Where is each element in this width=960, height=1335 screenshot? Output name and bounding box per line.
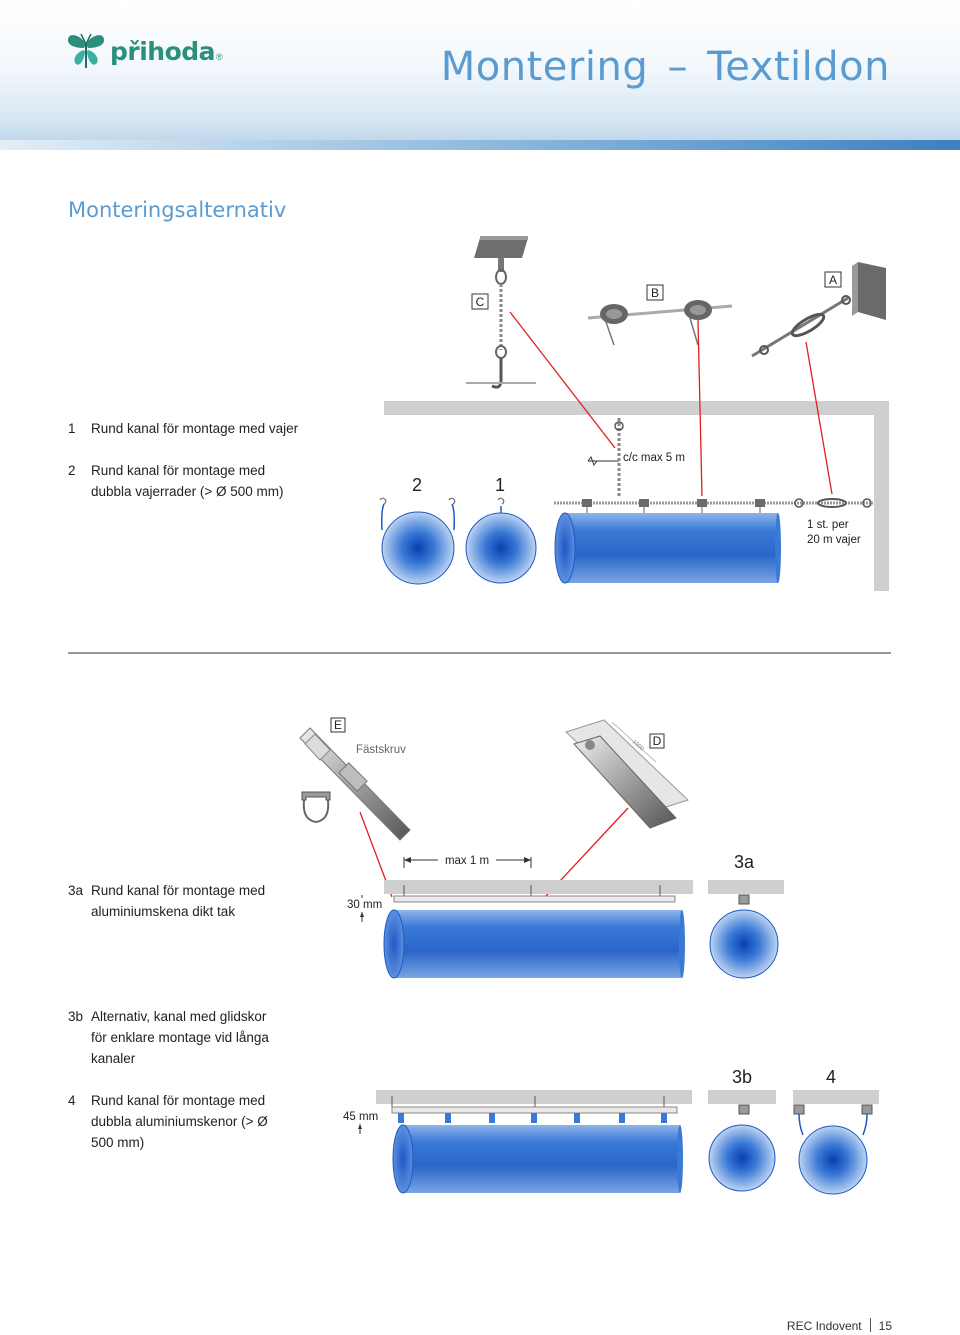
gap-label-3a: 30 mm bbox=[347, 899, 382, 911]
rail-3b bbox=[391, 1106, 678, 1114]
tag-d-label: D bbox=[653, 734, 662, 748]
wire-clamp-detail bbox=[587, 300, 733, 346]
page-title-dash: – bbox=[667, 44, 688, 90]
spacing-dimension: c/c max 5 m bbox=[587, 418, 685, 498]
wire-note-line1: 1 st. per bbox=[807, 519, 849, 531]
registered-mark: ® bbox=[216, 52, 223, 62]
rail-clip-3b bbox=[738, 1104, 750, 1115]
ceiling bbox=[384, 401, 889, 415]
footer-page-number: 15 bbox=[878, 1319, 892, 1333]
ceiling-3b-section bbox=[708, 1090, 776, 1104]
brand-logo: přihoda ® bbox=[66, 30, 223, 72]
page-title-part1: Montering bbox=[440, 44, 649, 90]
wire-clamps bbox=[582, 499, 765, 507]
wire-note-line2: 20 m vajer bbox=[807, 534, 861, 546]
duct-section-option-2 bbox=[379, 497, 456, 585]
item-number: 3b bbox=[68, 1009, 84, 1024]
header-gradient-bar bbox=[0, 140, 960, 150]
rail-3a bbox=[393, 895, 676, 903]
duct-section-3a bbox=[709, 909, 779, 979]
butterfly-logo-icon bbox=[68, 33, 104, 68]
tag-c-label: C bbox=[476, 295, 485, 309]
spacing-label: c/c max 5 m bbox=[623, 452, 685, 464]
duct-cylinder-3a bbox=[383, 909, 685, 979]
page-title: Montering – Textildon bbox=[441, 44, 890, 90]
footer-document-name: REC Indovent bbox=[786, 1319, 862, 1333]
item-text: Rund kanal för montage med aluminiumsken… bbox=[91, 883, 266, 919]
item-number: 4 bbox=[68, 1093, 76, 1108]
aluminium-rail-detail: 1000 bbox=[565, 719, 689, 829]
figure-wire-mounting: C B A bbox=[379, 236, 889, 591]
duct-cylinder-3b bbox=[392, 1124, 683, 1194]
screws-3a bbox=[403, 885, 661, 896]
ceiling-3b bbox=[376, 1090, 692, 1104]
label-option-3a: 3a bbox=[734, 852, 755, 872]
tag-b: B bbox=[646, 284, 664, 301]
ceiling-4-section bbox=[793, 1090, 879, 1104]
tag-e-label: E bbox=[334, 718, 342, 732]
duct-section-3b bbox=[708, 1124, 776, 1192]
screws-3b bbox=[391, 1096, 665, 1107]
item-text: Alternativ, kanal med glidskor för enkla… bbox=[91, 1009, 269, 1066]
page-header: přihoda ® Montering – Textildon bbox=[0, 0, 960, 150]
ceiling-3a bbox=[384, 880, 693, 894]
rail-clip-3a bbox=[738, 894, 750, 905]
max-distance-label: max 1 m bbox=[445, 855, 489, 867]
tag-d: D bbox=[649, 733, 665, 749]
section-title: Monteringsalternativ bbox=[68, 198, 287, 222]
tag-c: C bbox=[471, 293, 489, 310]
glide-shoes bbox=[398, 1113, 667, 1123]
ceiling-hook-detail bbox=[466, 236, 536, 389]
gap-label-3b: 45 mm bbox=[343, 1111, 378, 1123]
label-option-3b: 3b bbox=[732, 1067, 752, 1087]
screw-label: Fästskruv bbox=[356, 744, 406, 756]
pointer-lines bbox=[509, 311, 833, 497]
figure-rail-mounting: E Fästskruv 1000 D max 1 m bbox=[299, 717, 784, 979]
duct-cylinder-wire bbox=[554, 512, 781, 584]
page-title-part2: Textildon bbox=[707, 44, 890, 90]
tag-a-label: A bbox=[829, 273, 837, 287]
brand-name: přihoda bbox=[110, 36, 216, 66]
label-option-2: 2 bbox=[412, 475, 422, 495]
max-distance-dimension: max 1 m bbox=[403, 855, 532, 868]
tag-a: A bbox=[824, 271, 842, 288]
item-text: Rund kanal för montage med vajer bbox=[91, 421, 299, 436]
figure-double-rail-mounting: 3b 4 45 mm bbox=[343, 1067, 879, 1195]
label-option-1: 1 bbox=[495, 475, 505, 495]
duct-section-4 bbox=[798, 1125, 868, 1195]
item-text: Rund kanal för montage med dubbla vajerr… bbox=[91, 463, 284, 499]
ceiling-3a-section bbox=[708, 880, 784, 894]
label-option-4: 4 bbox=[826, 1067, 836, 1087]
wire-turnbuckle bbox=[794, 498, 872, 508]
footer-separator bbox=[869, 1318, 871, 1332]
rail-slider-detail bbox=[299, 727, 411, 841]
item-number: 3a bbox=[68, 883, 84, 898]
rail-clip-4-right bbox=[861, 1104, 873, 1115]
page-footer: REC Indovent 15 bbox=[787, 1318, 892, 1333]
tag-b-label: B bbox=[651, 286, 659, 300]
wall bbox=[874, 401, 889, 591]
rail-clip-4-left bbox=[793, 1104, 805, 1115]
duct-section-option-1 bbox=[465, 497, 537, 584]
tag-e: E bbox=[330, 717, 346, 733]
item-number: 1 bbox=[68, 421, 76, 436]
turnbuckle-detail bbox=[751, 262, 886, 358]
item-text: Rund kanal för montage med dubbla alumin… bbox=[91, 1093, 268, 1150]
item-number: 2 bbox=[68, 463, 76, 478]
